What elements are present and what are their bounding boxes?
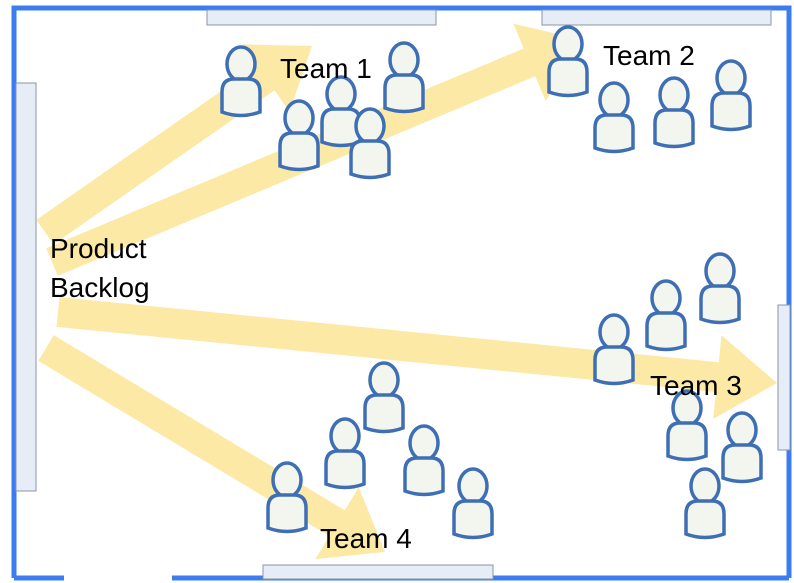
person-icon <box>383 41 425 114</box>
window <box>777 304 791 451</box>
person-icon <box>278 99 320 172</box>
wall-segment <box>11 5 792 578</box>
person-icon <box>593 81 635 154</box>
person-icon <box>653 76 695 149</box>
window <box>541 9 772 26</box>
person-icon <box>220 45 262 118</box>
person-icon <box>666 389 708 462</box>
person-icon <box>349 107 391 180</box>
person-icon <box>363 361 405 434</box>
backlog-label-line1: Product <box>50 233 147 264</box>
person-icon <box>645 279 687 352</box>
person-icon <box>403 424 445 497</box>
flow-arrow <box>56 297 777 419</box>
person-icon <box>320 75 362 148</box>
window <box>262 564 494 580</box>
team-2-label: Team 2 <box>603 40 695 71</box>
team-4-label: Team 4 <box>320 523 412 554</box>
person-icon <box>266 461 308 534</box>
person-icon <box>452 467 494 540</box>
team-members <box>220 25 763 540</box>
labels: Product Backlog Team 1 Team 2 Team 3 Tea… <box>50 40 742 554</box>
person-icon <box>324 417 366 490</box>
team-1-label: Team 1 <box>280 53 372 84</box>
window <box>206 9 437 26</box>
window <box>15 82 37 492</box>
person-icon <box>684 467 726 540</box>
person-icon <box>710 59 752 132</box>
person-icon <box>721 411 763 484</box>
backlog-label-line2: Backlog <box>50 272 150 303</box>
person-icon <box>593 313 635 386</box>
team-3-label: Team 3 <box>650 370 742 401</box>
person-icon <box>699 252 741 325</box>
room-windows <box>15 9 791 580</box>
person-icon <box>547 25 589 98</box>
